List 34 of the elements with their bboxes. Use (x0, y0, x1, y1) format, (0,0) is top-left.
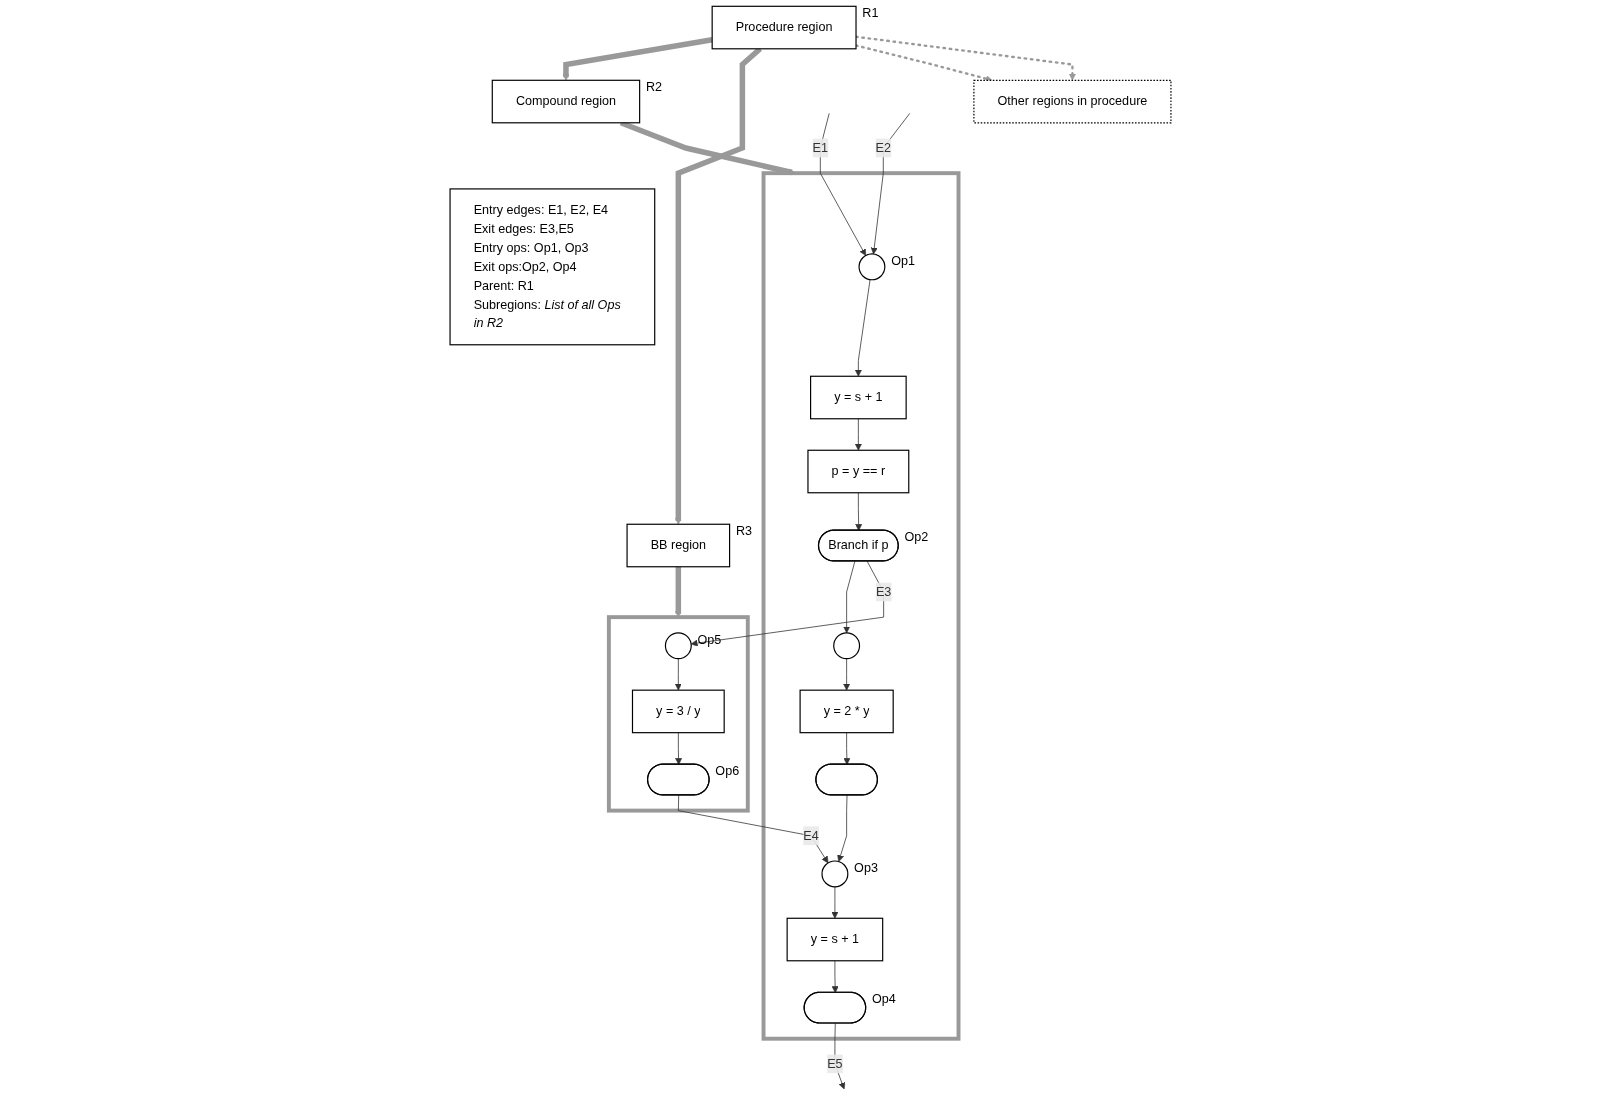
region-tag: R2 (645, 80, 663, 95)
arrow (854, 35, 1076, 81)
node-box: BB region (626, 523, 731, 568)
region-tag: Op6 (715, 764, 740, 779)
cluster (761, 171, 961, 1041)
node-box: y = s + 1 (810, 375, 907, 420)
arrow (674, 566, 682, 618)
node-box: Other regions in procedure (973, 79, 1172, 124)
node-box: Entry edges: E1, E2, E4 Exit edges: E3,E5 Entry ops: Op1, Op3 Exit ops:Op2, Op4 Parent: R1 Subregions: List of all Ops in R2 (449, 188, 656, 346)
node-circle (833, 632, 861, 660)
node-box: y = s + 1 (786, 917, 884, 962)
region-tag: Op5 (697, 632, 722, 647)
edge-label: E5 (827, 1056, 843, 1071)
edge-label: E4 (803, 828, 819, 843)
region-tag: Op1 (891, 253, 915, 268)
node-box: p = y == r (807, 449, 910, 494)
node-circle (664, 632, 692, 660)
region-tag: R3 (735, 524, 752, 539)
region-tag: Op2 (904, 530, 929, 545)
cluster (606, 615, 750, 813)
node-box: y = 3 / y (631, 689, 725, 734)
node-box: y = 2 * y (799, 689, 894, 734)
region-tag: R1 (862, 6, 879, 21)
edge-label: E3 (875, 584, 892, 599)
node-box: Compound region (491, 79, 641, 124)
arrow (854, 44, 993, 83)
edge-label: E2 (875, 140, 891, 155)
edge-label: E1 (812, 140, 829, 155)
node-circle (821, 860, 849, 888)
arrow (562, 37, 713, 81)
node-box: Procedure region (711, 5, 857, 50)
region-tag: Op3 (854, 861, 878, 875)
region-tag: Op4 (871, 992, 896, 1007)
node-circle (858, 253, 886, 281)
